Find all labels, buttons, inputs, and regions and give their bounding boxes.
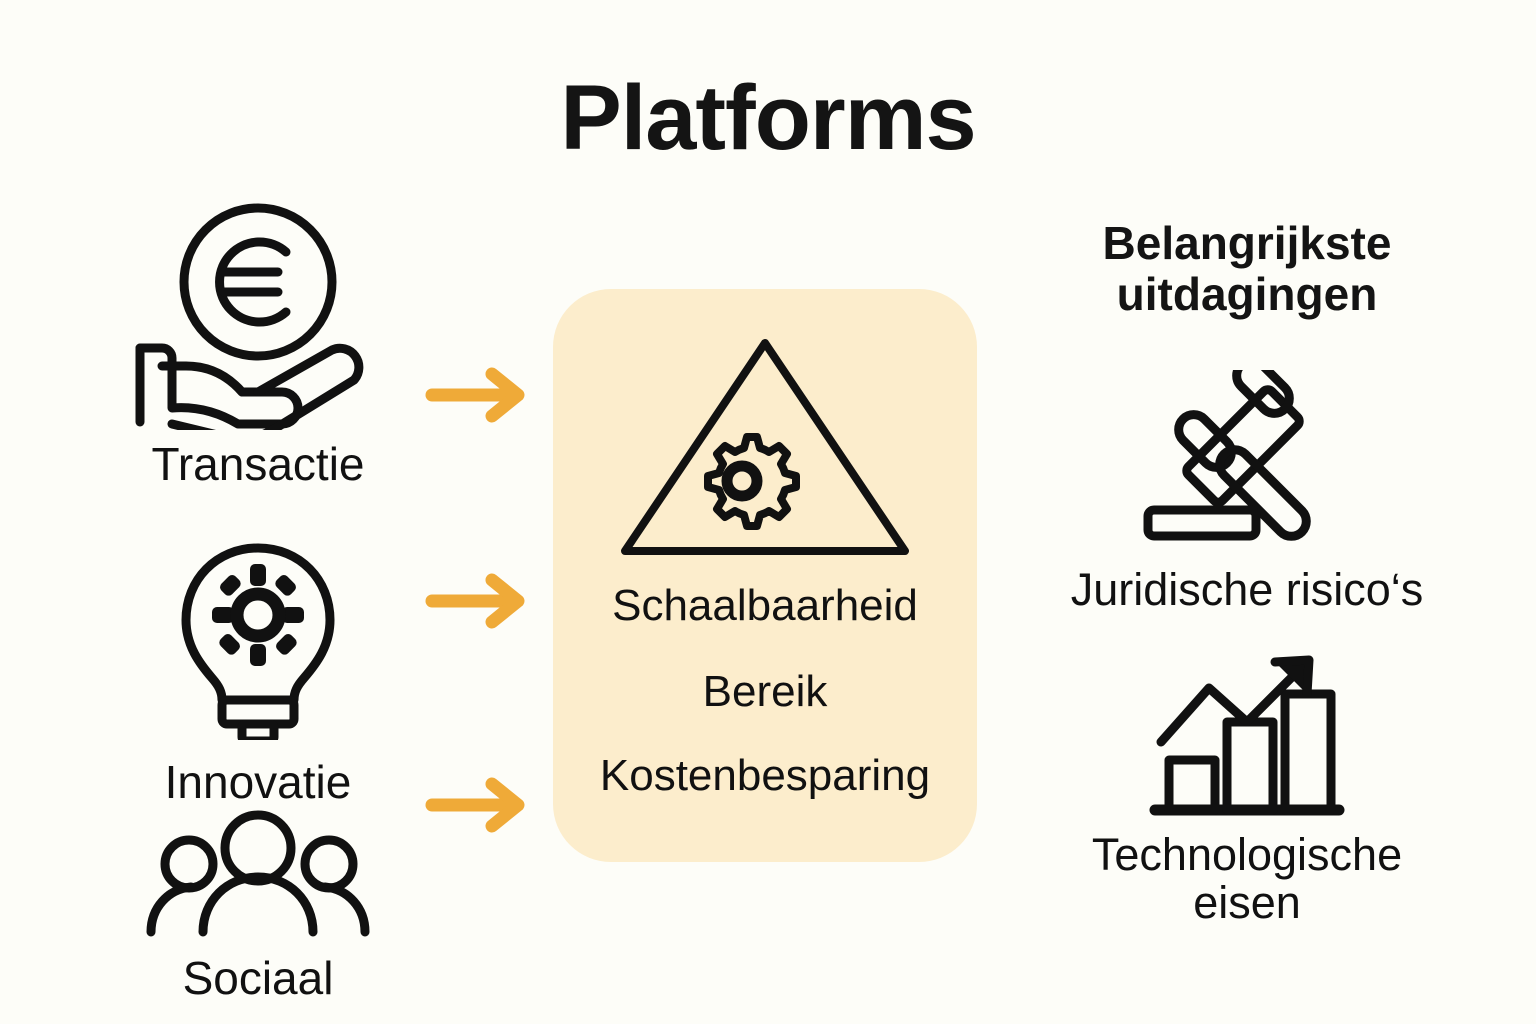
lightbulb-gear-icon: [88, 540, 428, 740]
group-of-people-icon: [88, 808, 428, 938]
arrow-right-icon: [424, 366, 534, 424]
input-item-innovatie: Innovatie: [88, 540, 428, 807]
arrow-right-icon: [424, 776, 534, 834]
arrow-right-icon: [424, 572, 534, 630]
challenge-item-label: Technologische eisen: [1091, 829, 1403, 928]
card-benefit-line: Bereik: [702, 667, 828, 716]
triangle-with-gear-icon: [615, 331, 915, 563]
card-benefit-line: Schaalbaarheid: [612, 581, 918, 630]
bar-chart-growth-arrow-icon: [1022, 650, 1472, 825]
hand-holding-euro-coin-icon: [88, 200, 428, 430]
challenge-item-label: Juridische risico‘s: [1070, 564, 1424, 615]
input-item-label: Sociaal: [182, 952, 334, 1004]
challenges-heading: Belangrijkste uitdagingen: [1102, 217, 1392, 320]
input-item-transactie: Transactie: [88, 200, 428, 489]
input-item-label: Innovatie: [164, 756, 352, 808]
benefits-card: Schaalbaarheid Bereik Kostenbesparing: [553, 289, 977, 862]
card-benefit-line: Kostenbesparing: [599, 751, 931, 800]
page-title: Platforms: [560, 67, 976, 169]
challenge-item-juridisch: Juridische risico‘s: [1022, 370, 1472, 614]
gavel-icon: [1022, 370, 1472, 560]
challenge-item-technologie: Technologische eisen: [1022, 650, 1472, 926]
input-item-label: Transactie: [151, 438, 365, 490]
input-item-sociaal: Sociaal: [88, 808, 428, 1003]
